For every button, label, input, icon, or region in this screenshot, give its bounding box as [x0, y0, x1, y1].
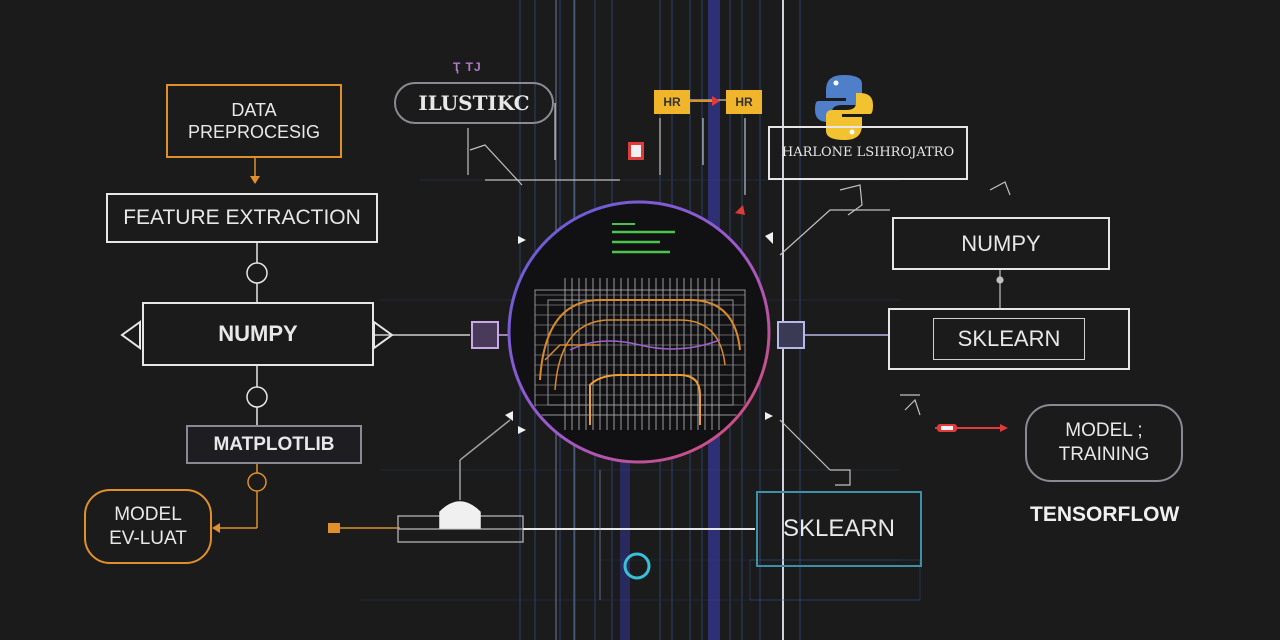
sklearn-right-inner: SKLEARN [933, 318, 1085, 360]
ilustikc-node: ILUSTIKC [394, 82, 554, 124]
top-glyph-text: Ҭ TJ [453, 60, 482, 74]
tag-left-label: HR [663, 95, 681, 109]
slider-track [397, 419, 755, 543]
numpy-left-arrow-left [120, 320, 141, 350]
feature-extraction-node: FEATURE EXTRACTION [106, 193, 378, 243]
harlone-node: HARLONE LSIHROJATRO [768, 126, 968, 180]
data-preprocessing-node: DATA PREPROCESIG [166, 84, 342, 158]
sklearn-right-node: SKLEARN [888, 308, 1130, 370]
tag-left: HR [654, 90, 690, 114]
matplotlib-node: MATPLOTLIB [186, 425, 362, 464]
numpy-right-label: NUMPY [961, 230, 1041, 256]
tensorflow-label: TENSORFLOW [1030, 503, 1180, 526]
data-preprocessing-line1: DATA [231, 99, 277, 120]
sklearn-bottom-node: SKLEARN [756, 491, 922, 567]
model-eval-line2: EV-LUAT [109, 527, 187, 549]
model-training-line2: TRAINING [1058, 444, 1150, 465]
numpy-left-arrow-right [373, 320, 394, 350]
feature-extraction-label: FEATURE EXTRACTION [123, 205, 361, 229]
tag-right: HR [726, 90, 762, 114]
numpy-left-node: NUMPY [142, 302, 374, 366]
harlone-label: HARLONE LSIHROJATRO [781, 144, 955, 160]
model-training-line1: MODEL ; [1065, 420, 1143, 442]
tag-right-label: HR [735, 95, 753, 109]
python-logo-icon [815, 75, 873, 140]
model-eval-node: MODEL EV-LUAT [84, 489, 212, 564]
model-training-node: MODEL ; TRAINING [1025, 404, 1183, 482]
numpy-left-label: NUMPY [218, 321, 298, 347]
top-connectors [467, 99, 1011, 486]
left-connectors [212, 158, 470, 533]
chip-icon-left [471, 321, 499, 349]
circle-connector-icon [623, 552, 651, 580]
numpy-right-node: NUMPY [892, 217, 1110, 270]
sklearn-bottom-label: SKLEARN [782, 515, 896, 542]
central-circle [507, 200, 771, 464]
model-eval-line1: MODEL [114, 503, 182, 525]
arrow-markers [505, 232, 773, 434]
data-preprocessing-line2: PREPROCESIG [187, 122, 321, 142]
ilustikc-label: ILUSTIKC [418, 90, 530, 115]
matplotlib-label: MATPLOTLIB [213, 433, 335, 455]
sklearn-right-label: SKLEARN [957, 326, 1061, 352]
circuit-graphic [534, 223, 746, 430]
chip-icon-right [777, 321, 805, 349]
